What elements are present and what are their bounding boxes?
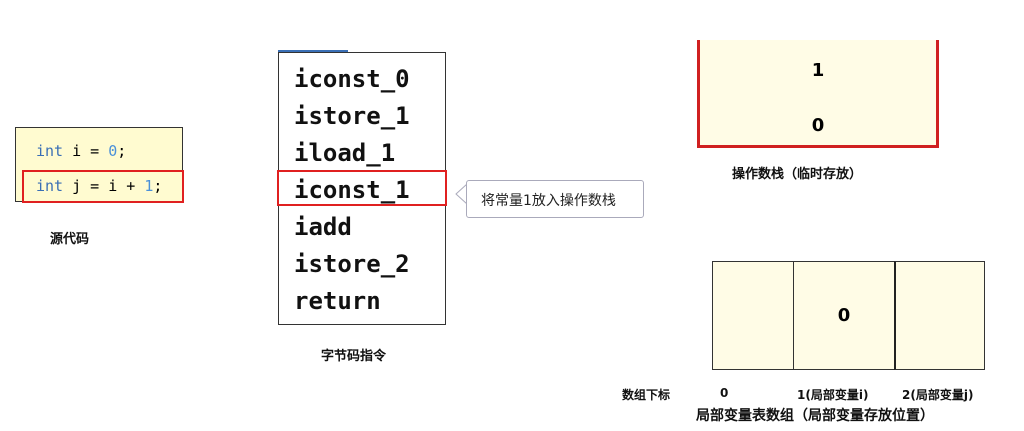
- operand-stack: 1 0: [697, 40, 939, 148]
- stack-value: 1: [811, 60, 825, 81]
- local-var-cell: [894, 261, 985, 370]
- index-1: 1(局部变量i): [797, 388, 869, 402]
- local-vars-caption: 局部变量表数组（局部变量存放位置）: [696, 408, 934, 424]
- current-instruction-highlight: [277, 170, 447, 206]
- divider: [278, 50, 348, 52]
- highlight-box: [22, 170, 184, 203]
- instruction: iadd: [294, 213, 352, 241]
- instruction: istore_1: [294, 102, 410, 130]
- stack-caption: 操作数栈（临时存放）: [732, 167, 863, 182]
- tooltip-pointer: [455, 183, 468, 205]
- source-code-box: int i = 0; int j = i + 1;: [15, 127, 184, 203]
- index-2: 2(局部变量j): [902, 388, 974, 402]
- local-var-cell: 0: [793, 261, 895, 370]
- instruction: iconst_1: [294, 176, 410, 204]
- source-caption: 源代码: [50, 232, 90, 247]
- code-line-2: int j = i + 1;: [36, 177, 163, 195]
- instruction: iload_1: [294, 139, 396, 167]
- local-var-cell: [712, 261, 794, 370]
- stack-value: 0: [811, 115, 825, 136]
- instruction: istore_2: [294, 250, 410, 278]
- code-line-1: int i = 0;: [36, 142, 127, 160]
- index-label: 数组下标: [622, 388, 671, 402]
- bytecode-caption: 字节码指令: [321, 349, 387, 364]
- tooltip: 将常量1放入操作数栈: [466, 180, 644, 218]
- index-0: 0: [720, 386, 729, 400]
- instruction: iconst_0: [294, 65, 410, 93]
- instruction: return: [294, 287, 381, 315]
